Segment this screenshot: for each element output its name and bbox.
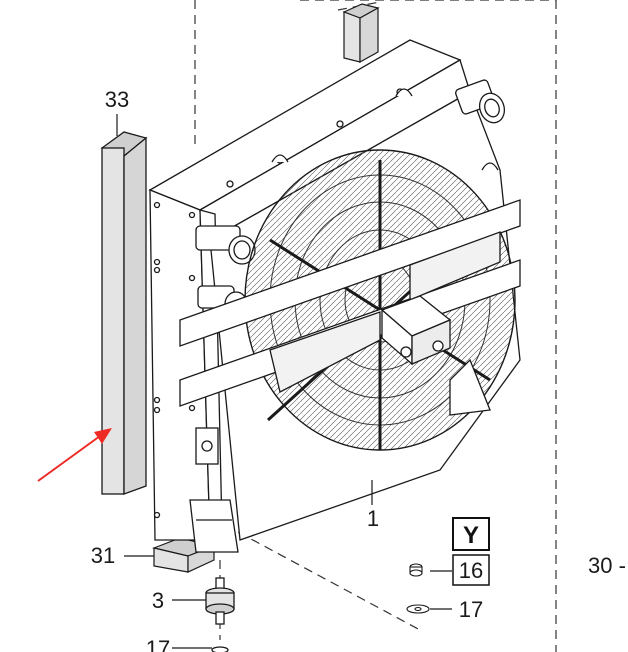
- view-indicator-box: Y: [452, 517, 490, 551]
- callout-33: 33: [105, 87, 129, 112]
- callout-1: 1: [367, 506, 379, 531]
- view-letter: Y: [463, 522, 479, 549]
- callout-3: 3: [152, 588, 164, 613]
- leader-lines: [116, 114, 452, 649]
- fan-support-bracket: [179, 199, 521, 416]
- callout-30: 30 -: [588, 553, 626, 578]
- callout-31: 31: [91, 543, 115, 568]
- top-seal-pad: [342, 3, 380, 64]
- label-16-box: [452, 554, 490, 586]
- rubber-mount-part-3: [205, 577, 235, 652]
- red-pointer-arrow: [37, 428, 112, 482]
- nut-part-16: [409, 563, 423, 577]
- callout-16: 16: [459, 558, 483, 583]
- callout-17-right: 17: [459, 597, 483, 622]
- washer-part-17: [406, 604, 430, 614]
- callout-17-bottom: 17: [146, 636, 170, 652]
- seal-strip-part-33: [100, 131, 148, 495]
